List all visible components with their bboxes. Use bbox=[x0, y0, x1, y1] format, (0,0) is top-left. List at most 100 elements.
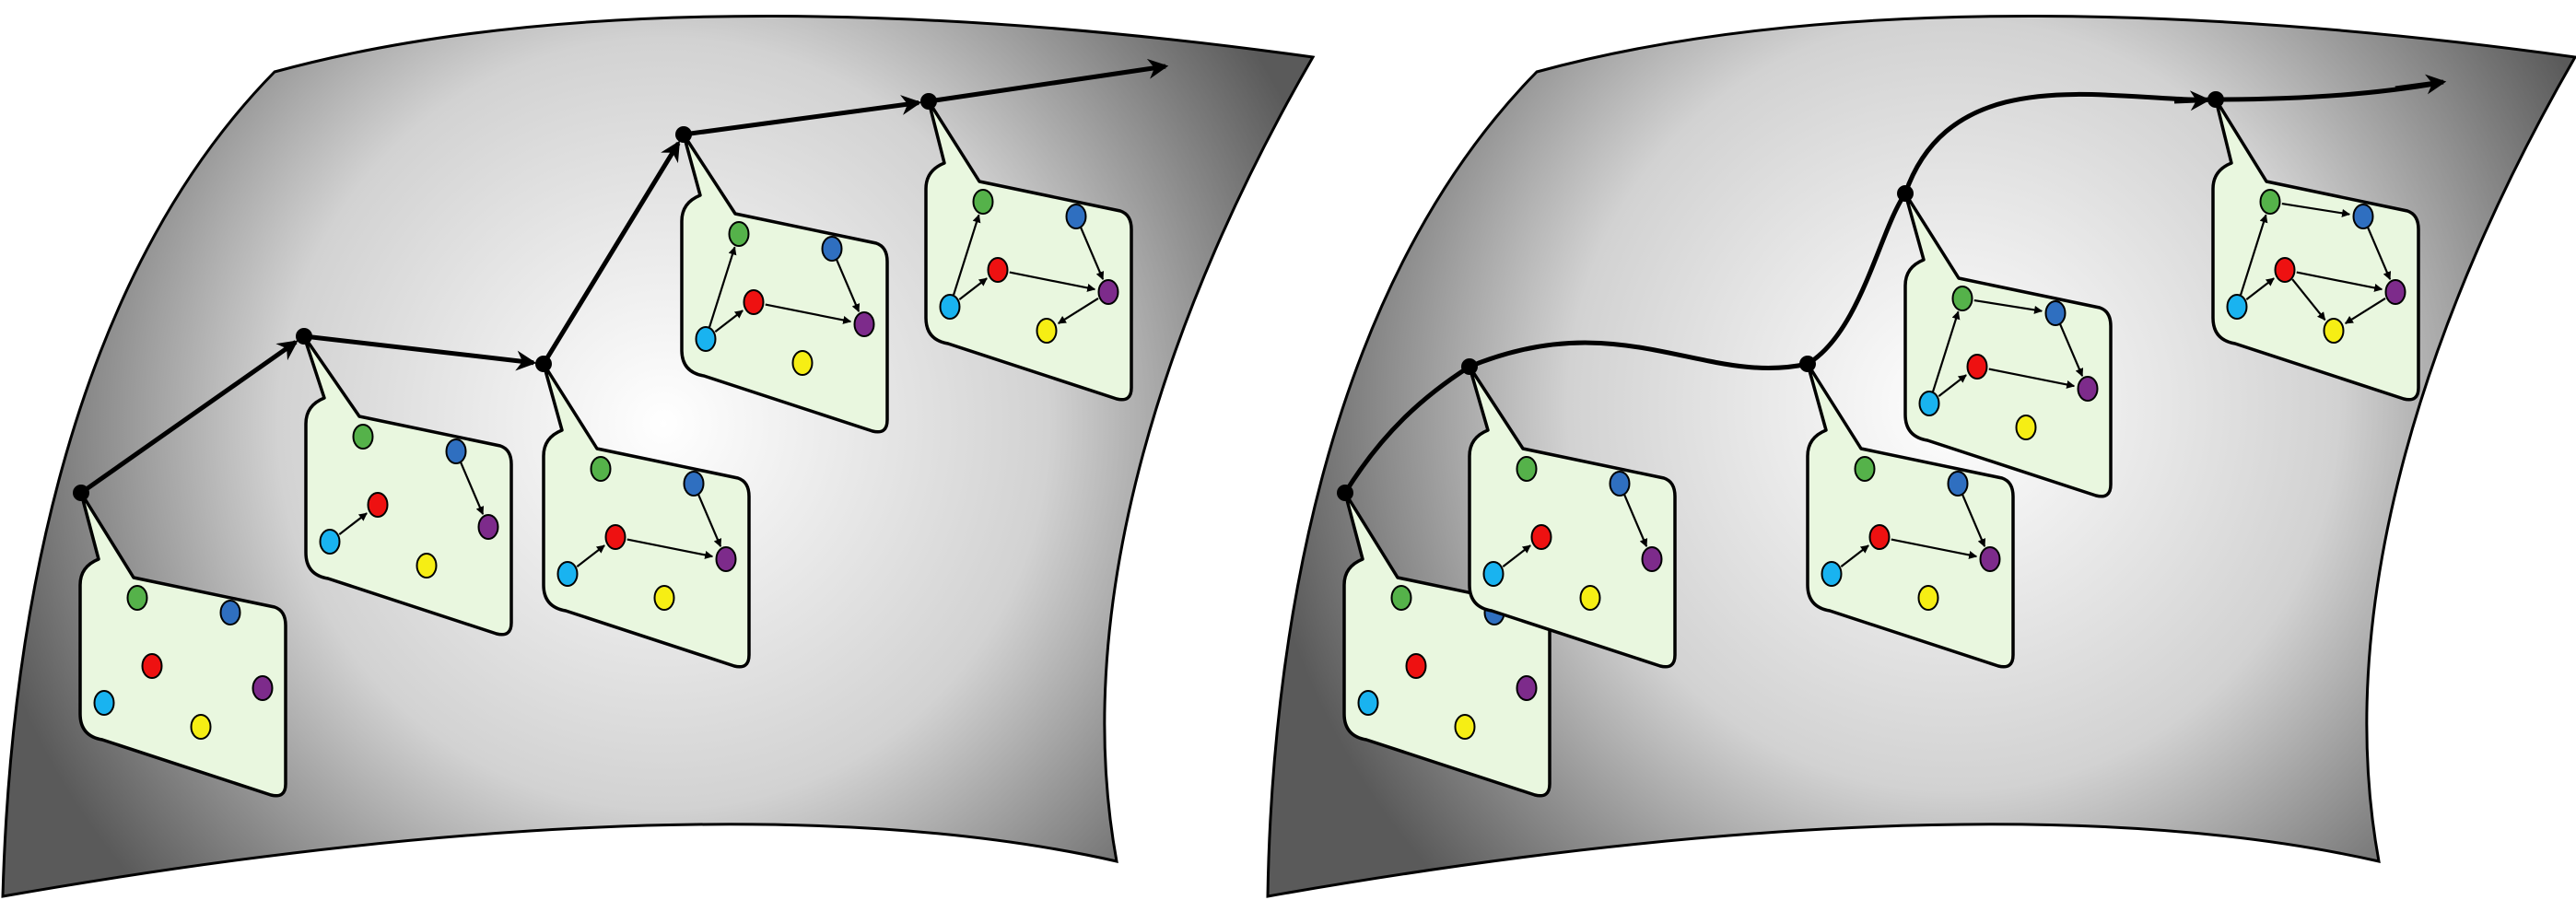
graph-node-green bbox=[126, 585, 148, 611]
trajectory-mid-arrow bbox=[2173, 90, 2211, 111]
graph-node-yellow bbox=[791, 350, 814, 376]
graph-node-blue bbox=[1065, 204, 1087, 229]
graph-node-cyan bbox=[319, 529, 341, 555]
graph-node-purple bbox=[853, 311, 875, 337]
graph-node-cyan bbox=[556, 561, 579, 587]
graph-edge-red-purple bbox=[1891, 538, 1978, 559]
graph-node-red bbox=[1966, 354, 1988, 380]
trajectory-arrowhead bbox=[2395, 74, 2447, 95]
graph-card-callout bbox=[1468, 365, 1677, 669]
graph-node-green bbox=[1390, 585, 1412, 611]
graph-card-callout bbox=[1903, 192, 2113, 498]
graph-node-green bbox=[590, 456, 612, 482]
graph-node-red bbox=[1405, 653, 1427, 679]
graph-card bbox=[680, 133, 889, 434]
graph-card bbox=[924, 99, 1133, 402]
graph-node-blue bbox=[445, 438, 467, 464]
graph-node-green bbox=[728, 221, 750, 247]
graph-node-purple bbox=[477, 514, 499, 540]
graph-node-yellow bbox=[1579, 585, 1601, 611]
graph-edge-cyan-red bbox=[714, 310, 744, 333]
graph-edge-red-yellow bbox=[2291, 278, 2326, 321]
graph-edge-blue-purple bbox=[460, 462, 485, 516]
graph-card bbox=[1468, 365, 1677, 669]
trajectory-point-2 bbox=[296, 328, 312, 345]
graph-node-blue bbox=[2044, 300, 2067, 326]
graph-node-cyan bbox=[1482, 561, 1505, 587]
graph-card bbox=[1903, 192, 2113, 498]
trajectory-path bbox=[1337, 74, 2447, 501]
trajectory-point-4 bbox=[1897, 185, 1914, 202]
graph-node-purple bbox=[1979, 546, 2001, 572]
graph-node-green bbox=[1951, 286, 1973, 311]
graph-node-purple bbox=[715, 546, 737, 572]
graph-node-green bbox=[2259, 189, 2281, 215]
graph-card bbox=[542, 362, 751, 669]
graph-node-cyan bbox=[1357, 690, 1379, 716]
graph-edge-blue-purple bbox=[836, 259, 861, 313]
trajectory-point-3 bbox=[1799, 356, 1816, 372]
graph-card-callout bbox=[1806, 362, 2015, 669]
graph-node-cyan bbox=[1821, 561, 1843, 587]
graph-node-purple bbox=[1516, 675, 1538, 701]
graph-node-yellow bbox=[416, 553, 438, 579]
graph-edge-blue-purple bbox=[1080, 227, 1105, 281]
trajectory-point-5 bbox=[920, 93, 937, 110]
graph-node-cyan bbox=[1918, 391, 1940, 416]
graph-edge-red-purple bbox=[1009, 271, 1096, 292]
graph-card-callout bbox=[680, 133, 889, 434]
graph-edge-green-blue bbox=[2281, 202, 2351, 217]
graph-edge-cyan-green bbox=[952, 214, 981, 296]
trajectory-step-2 bbox=[303, 333, 537, 371]
graph-edge-purple-yellow bbox=[2344, 297, 2386, 324]
graph-card bbox=[1806, 362, 2015, 669]
graph-edge-cyan-red bbox=[958, 277, 988, 300]
graph-edge-red-purple bbox=[765, 303, 852, 324]
graph-edge-cyan-green bbox=[708, 246, 737, 328]
trajectory-step-3 bbox=[541, 140, 681, 366]
graph-edge-red-purple bbox=[1988, 368, 2076, 389]
trajectory-step-1 bbox=[79, 340, 299, 496]
trajectory-point-1 bbox=[1337, 485, 1353, 501]
graph-edge-green-blue bbox=[1973, 298, 2043, 314]
graph-node-red bbox=[141, 653, 163, 679]
graph-edge-cyan-red bbox=[2245, 277, 2275, 300]
graph-node-red bbox=[367, 492, 389, 518]
graph-card-callout bbox=[2211, 98, 2420, 402]
graph-node-yellow bbox=[190, 714, 212, 740]
graph-node-blue bbox=[821, 236, 843, 262]
graph-card-callout bbox=[924, 99, 1133, 402]
graph-node-red bbox=[743, 289, 765, 315]
graph-node-blue bbox=[219, 600, 241, 625]
panel-continuous-trajectory bbox=[1266, 15, 2576, 898]
panel-discrete-trajectory bbox=[1, 15, 1316, 898]
trajectory-point-4 bbox=[675, 126, 692, 143]
graph-edge-blue-purple bbox=[2367, 227, 2392, 281]
graph-node-green bbox=[972, 189, 994, 215]
graph-edge-cyan-red bbox=[1502, 544, 1531, 567]
graph-node-red bbox=[2274, 257, 2296, 283]
graph-edge-blue-purple bbox=[1961, 494, 1986, 548]
graph-node-purple bbox=[1641, 546, 1663, 572]
trajectory-step-4 bbox=[683, 95, 922, 137]
graph-node-cyan bbox=[939, 294, 961, 320]
graph-node-purple bbox=[2077, 376, 2099, 402]
graph-node-yellow bbox=[2323, 318, 2345, 344]
graph-node-yellow bbox=[2015, 415, 2037, 440]
trajectory-step-5 bbox=[928, 58, 1169, 104]
graph-node-red bbox=[604, 524, 626, 550]
graph-card bbox=[302, 334, 513, 637]
graph-node-red bbox=[1530, 524, 1552, 550]
graph-edge-cyan-green bbox=[2239, 214, 2268, 296]
graph-node-blue bbox=[1609, 471, 1631, 497]
graph-card bbox=[78, 491, 287, 798]
graph-edge-cyan-green bbox=[1931, 310, 1961, 392]
graph-node-blue bbox=[2352, 204, 2374, 229]
graph-edge-blue-purple bbox=[697, 494, 722, 548]
graph-node-purple bbox=[2384, 279, 2406, 305]
graph-edge-purple-yellow bbox=[1057, 297, 1099, 324]
graph-node-purple bbox=[1097, 279, 1119, 305]
graph-node-cyan bbox=[2226, 294, 2248, 320]
graph-edge-cyan-red bbox=[338, 512, 368, 535]
graph-edge-cyan-red bbox=[1938, 374, 1967, 397]
